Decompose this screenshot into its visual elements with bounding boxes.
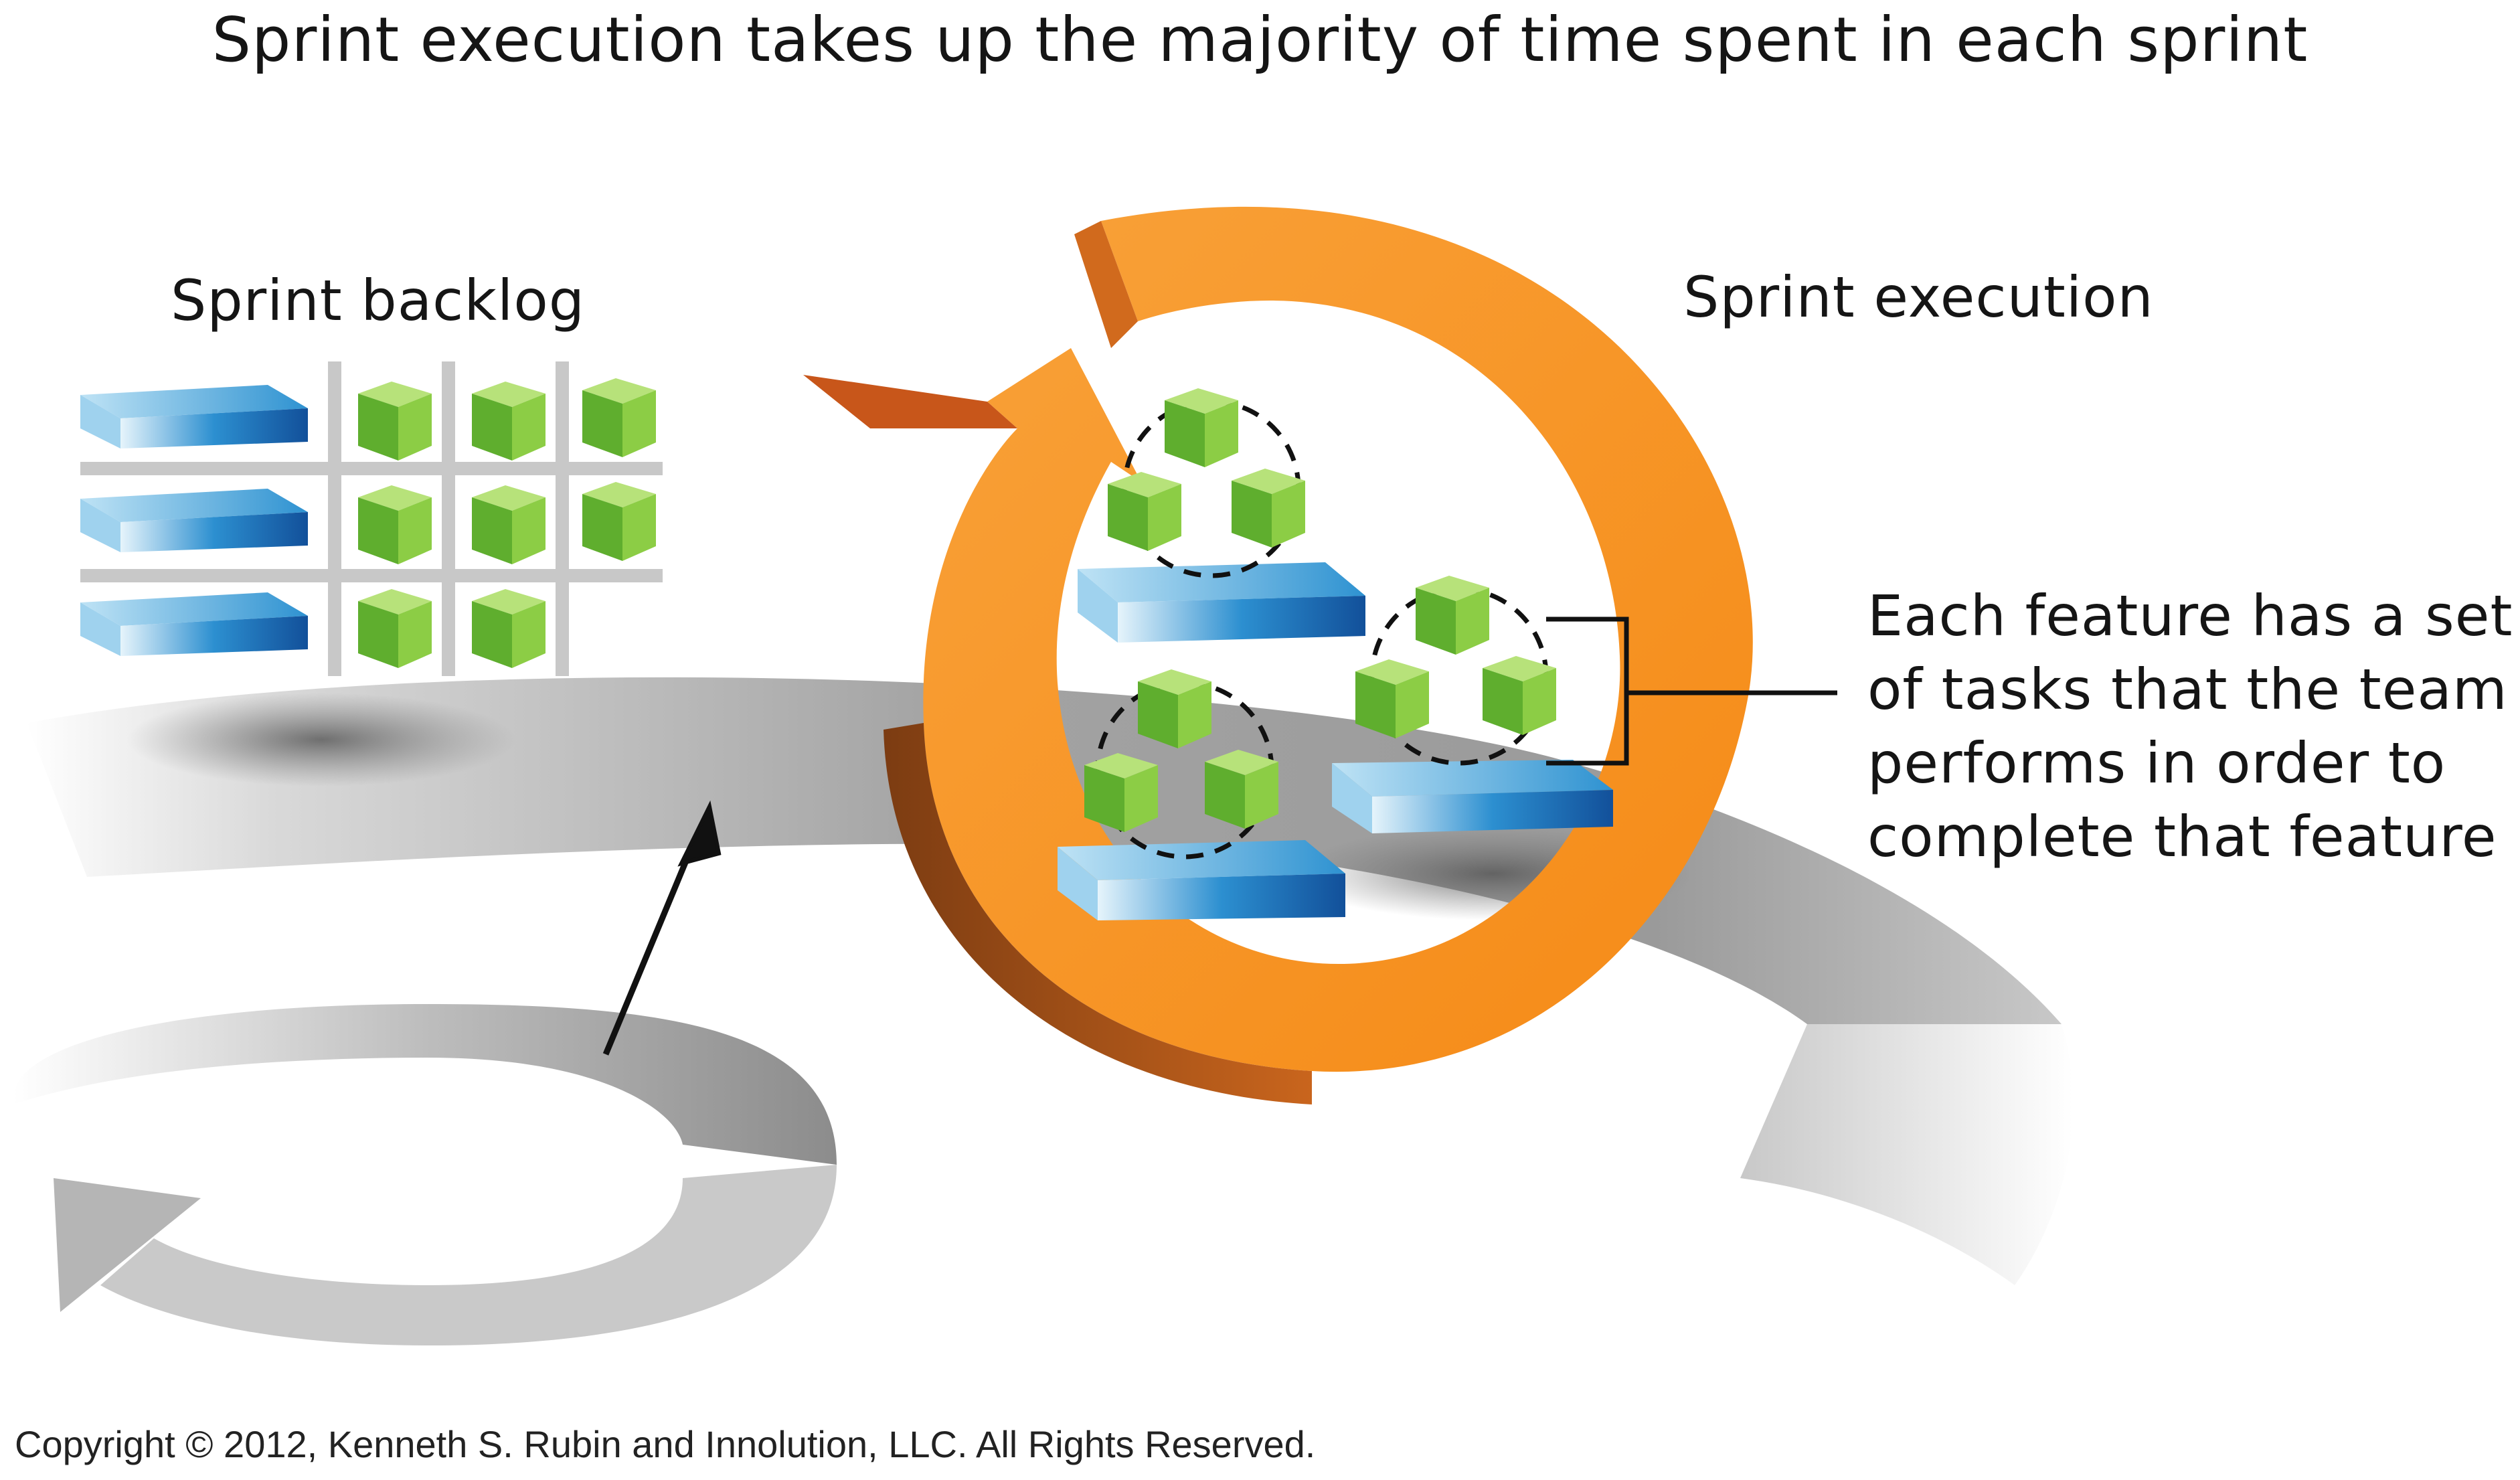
task-cube-icon xyxy=(1138,669,1211,748)
cycle-arrow-icon xyxy=(803,206,1753,1104)
diagram-title: Sprint execution takes up the majority o… xyxy=(212,4,2308,76)
task-cube-icon xyxy=(1165,388,1238,467)
task-cube-icon xyxy=(472,589,545,668)
task-cube-icon xyxy=(358,382,432,461)
feature-block-icon xyxy=(80,489,308,552)
task-cube-icon xyxy=(358,485,432,564)
backlog-tasks xyxy=(358,378,656,668)
feature-note-line: performs in order to xyxy=(1867,730,2446,796)
feature-note-line: complete that feature xyxy=(1867,804,2497,870)
task-cube-icon xyxy=(1232,469,1305,548)
task-cube-icon xyxy=(582,378,656,457)
task-cube-icon xyxy=(1084,753,1158,832)
task-cube-icon xyxy=(358,589,432,668)
feature-group-3 xyxy=(1058,669,1345,920)
task-cube-icon xyxy=(582,482,656,561)
task-cube-icon xyxy=(1108,472,1181,551)
feature-note: Each feature has a set of tasks that the… xyxy=(1867,579,2513,874)
task-cube-icon xyxy=(472,485,545,564)
sprint-band-lower xyxy=(1740,1024,2074,1285)
gray-cycle-ring xyxy=(13,1004,837,1345)
task-cube-icon xyxy=(1483,656,1556,735)
feature-block-icon xyxy=(80,592,308,656)
feature-group-1 xyxy=(1078,388,1365,643)
task-cube-icon xyxy=(1416,576,1489,655)
task-cube-icon xyxy=(472,382,545,461)
sprint-backlog-label: Sprint backlog xyxy=(171,268,586,333)
task-cube-icon xyxy=(1355,659,1429,738)
feature-bracket xyxy=(1546,616,1837,766)
backlog-shadow xyxy=(127,693,515,787)
feature-note-line: of tasks that the team xyxy=(1867,657,2508,722)
backlog-grid xyxy=(80,361,663,676)
pointer-arrow-icon xyxy=(602,800,722,1056)
copyright-notice: Copyright © 2012, Kenneth S. Rubin and I… xyxy=(15,1423,1316,1465)
feature-block-icon xyxy=(80,385,308,448)
feature-note-line: Each feature has a set xyxy=(1867,583,2513,649)
backlog-features xyxy=(80,385,308,656)
feature-group-2 xyxy=(1332,576,1613,833)
sprint-execution-label: Sprint execution xyxy=(1683,264,2154,330)
task-cube-icon xyxy=(1205,750,1278,829)
